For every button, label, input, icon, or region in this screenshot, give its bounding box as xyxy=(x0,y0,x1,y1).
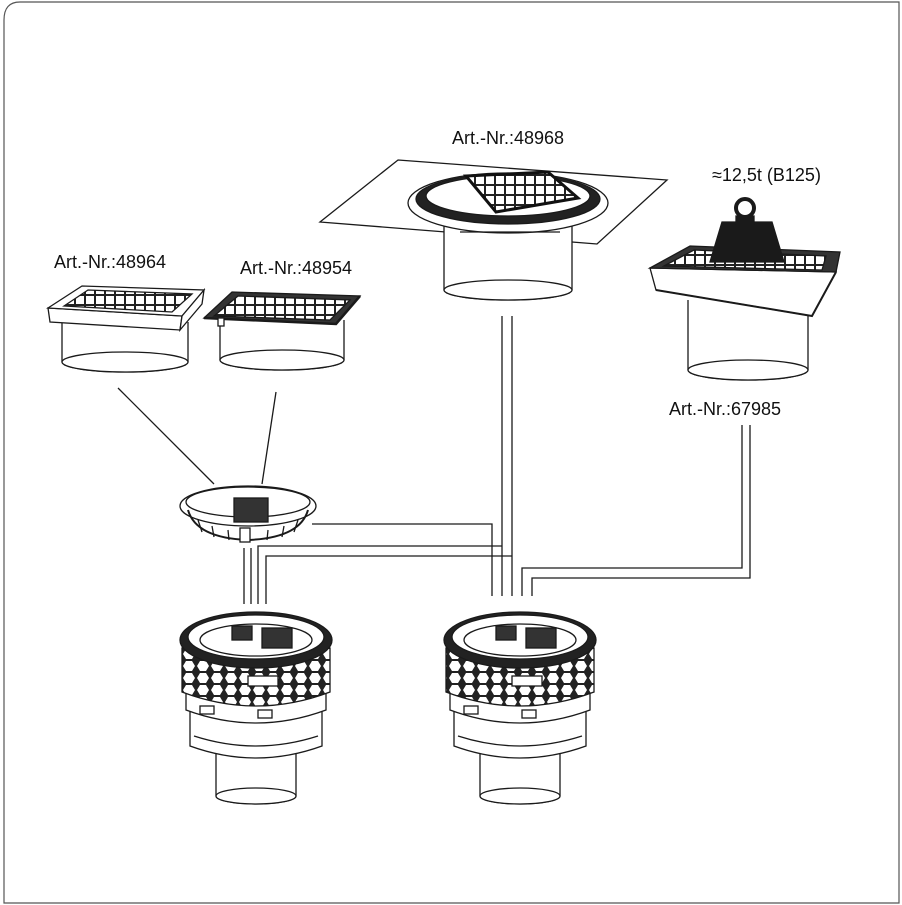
label-art-67985: Art.-Nr.:67985 xyxy=(669,399,782,419)
diagram-frame xyxy=(3,1,900,904)
grate-heavy-duty-icon xyxy=(647,245,841,381)
grate-square-flange-icon xyxy=(202,291,362,371)
weight-icon xyxy=(709,197,785,263)
drain-body-icon xyxy=(443,611,597,805)
grate-round-flange-icon xyxy=(318,159,669,301)
label-load-class: ≈12,5t (B125) xyxy=(712,165,821,185)
grate-square-icon xyxy=(45,285,206,373)
label-art-48968: Art.-Nr.:48968 xyxy=(452,128,565,148)
connector-lines xyxy=(117,316,751,604)
label-art-48964: Art.-Nr.:48964 xyxy=(54,252,167,272)
label-art-48954: Art.-Nr.:48954 xyxy=(240,258,353,278)
adapter-ring-icon xyxy=(179,485,317,543)
drain-body-icon xyxy=(179,611,333,805)
